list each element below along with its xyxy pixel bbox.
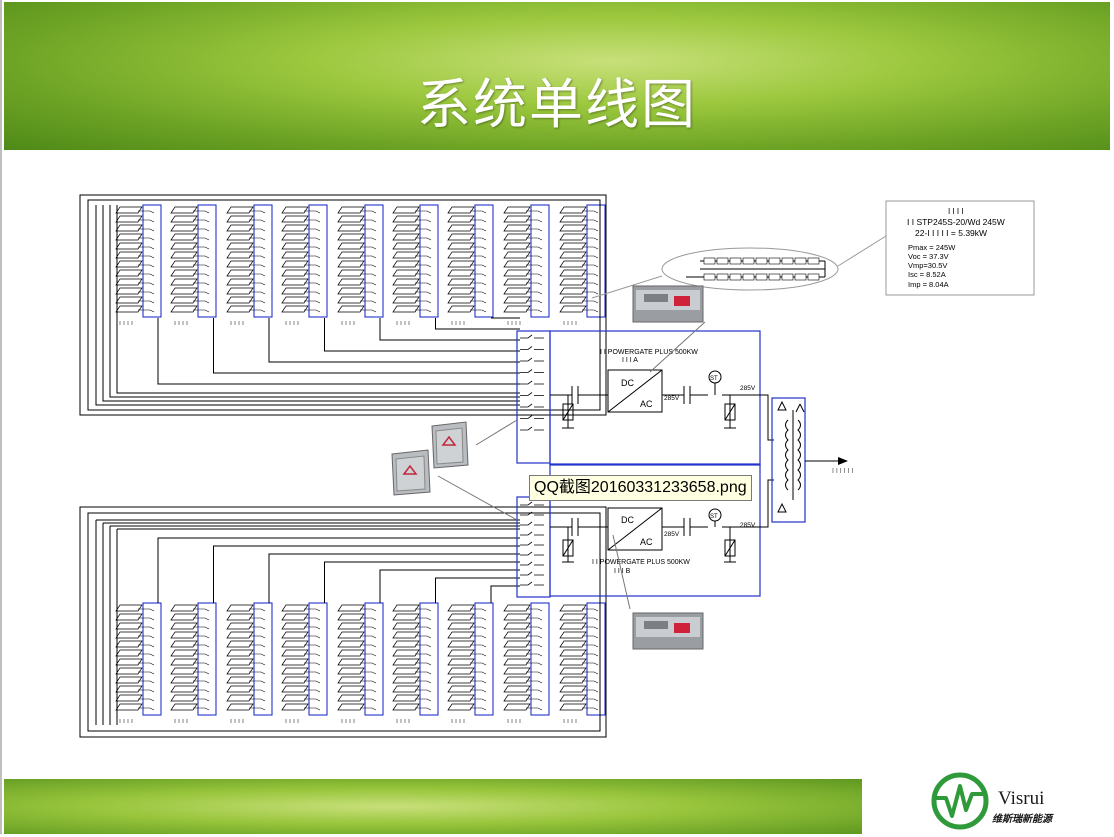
inverter-b-frame [549,463,761,597]
inverter-a-surge-ac [724,403,736,421]
spec-voc: Voc = 37.3V [908,252,949,261]
spec-model: I I STP245S-20/Wd 245W [907,217,1005,227]
lower-array-string-8 [503,602,550,723]
module-spec-callout: I I I I I I STP245S-20/Wd 245W 22-I I I … [591,200,1035,299]
photo-leaders [612,321,706,610]
combiner-cabinet-1 [431,421,469,469]
upper-array-string-8 [503,204,550,325]
inverter-b-sub: I I I B [614,568,631,575]
inverter-b-vdc: 285V [664,531,680,538]
inverter-photo-a [632,285,704,323]
pv-arrays [115,204,606,723]
inverter-b-dc: DC [621,515,634,525]
spec-vmp: Vmp=30.5V [908,261,947,270]
module-spec-box [885,200,1035,296]
string-modules [703,257,820,281]
combiner-cabinet-2 [391,449,431,496]
transformer: I I I I I I [760,394,853,528]
combiner-box-b [516,496,551,598]
logo-subtitle: 维斯瑞新能源 [992,814,1052,825]
upper-array-string-6 [392,204,439,325]
footer-banner [4,779,862,834]
inverter-a-ac: AC [640,399,653,409]
inverter-a-vdc: 285V [664,395,680,402]
inverter-b-ac: AC [640,537,653,547]
combiner-terminals [520,334,544,586]
company-logo: Visrui 维斯瑞新能源 [928,770,1108,832]
upper-array-string-2 [170,204,217,325]
lower-array-string-3 [226,602,273,723]
inverter-a-surge-dc [562,403,574,421]
spec-string: 22-I I I I I = 5.39kW [915,228,987,238]
spec-isc: Isc = 8.52A [908,270,946,279]
lower-array-string-6 [392,602,439,723]
transformer-frame [771,397,806,523]
inverter-b-st: ST [710,514,718,520]
inverter-photo-b [632,612,704,650]
upper-array-string-5 [337,204,384,325]
inverter-a: I I POWERGATE PLUS 500KW I I I A DC AC 2… [549,330,761,466]
inverter-a-st: ST [710,376,718,382]
inverter-a-frame [549,330,761,466]
upper-array-string-4 [281,204,328,325]
title-banner: 系统单线图 [4,2,1110,150]
inverter-a-capacitors [571,386,691,404]
spec-pmax: Pmax = 245W [908,243,956,252]
inverter-b-vac: 285V [740,522,756,529]
lower-array-string-7 [447,602,494,723]
inverter-a-dc: DC [621,378,634,388]
upper-array-string-7 [447,204,494,325]
spec-imp: Imp = 8.04A [908,280,949,289]
lower-array-string-1 [115,602,162,723]
upper-array-string-3 [226,204,273,325]
inverter-a-sub: I I I A [622,357,638,364]
lower-array-string-2 [170,602,217,723]
visrui-logo-icon [931,772,989,830]
combiner-box-a [516,330,551,464]
grid-label: I I I I I I [832,468,853,475]
slide-left-edge [0,0,2,834]
inverter-b: I I POWERGATE PLUS 500KW I I I B DC AC 2… [549,463,761,597]
logo-name: Visrui [998,788,1045,809]
lower-array-string-9 [559,602,606,723]
inverter-a-name: I I POWERGATE PLUS 500KW [600,349,698,356]
lower-array-string-5 [337,602,384,723]
upper-array-string-1 [115,204,162,325]
module-string-ellipse [661,247,839,291]
spec-header: I I I I [948,207,964,216]
cabinet-leaders [437,419,518,521]
slide-title: 系统单线图 [417,73,697,136]
inverter-a-vac: 285V [740,385,756,392]
array-wiring [79,194,607,738]
lower-array-string-4 [281,602,328,723]
image-filename-tooltip: QQ截图20160331233658.png [529,475,752,501]
upper-array-string-9 [559,204,606,325]
inverter-b-name: I I POWERGATE PLUS 500KW [592,559,690,566]
